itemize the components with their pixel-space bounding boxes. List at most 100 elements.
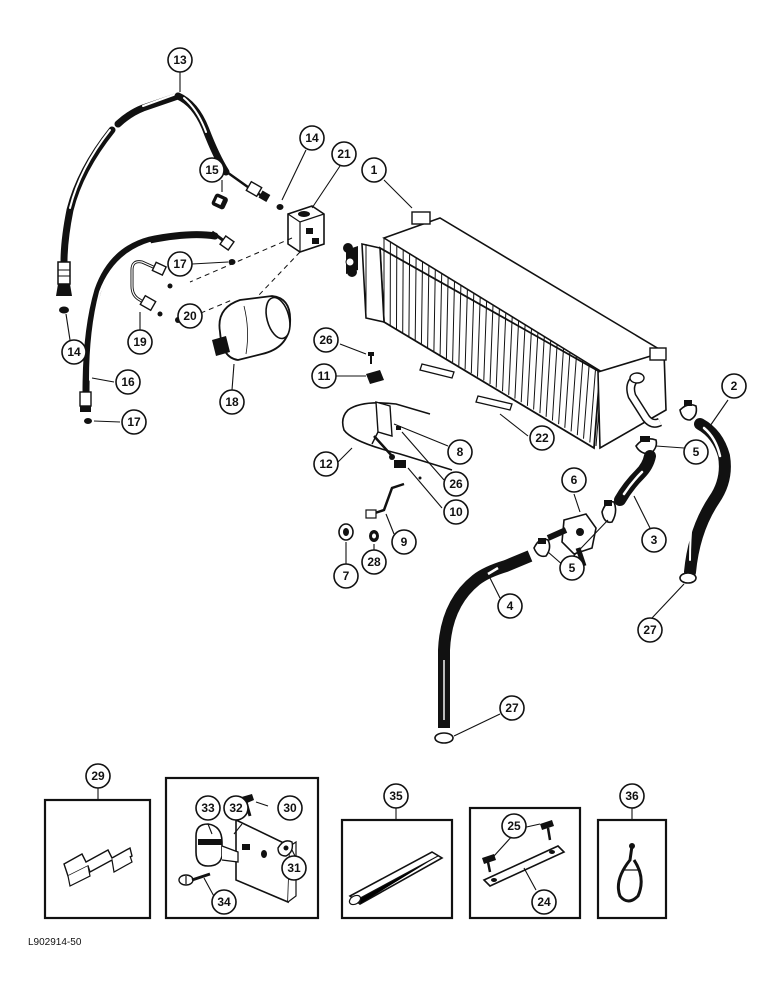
svg-text:29: 29 bbox=[91, 769, 105, 783]
callout-14-lower: 14 bbox=[61, 339, 87, 365]
svg-text:34: 34 bbox=[217, 895, 231, 909]
callout-9: 9 bbox=[391, 529, 417, 555]
screw-26-upper bbox=[368, 352, 374, 364]
svg-text:32: 32 bbox=[229, 801, 243, 815]
expansion-valve-21 bbox=[287, 205, 325, 253]
callout-27-right: 27 bbox=[637, 617, 663, 643]
svg-text:14: 14 bbox=[305, 131, 319, 145]
o-ring-14-upper bbox=[276, 204, 284, 210]
callout-6: 6 bbox=[561, 467, 587, 493]
callout-31: 31 bbox=[281, 855, 307, 881]
svg-text:26: 26 bbox=[449, 477, 463, 491]
callout-5-upper: 5 bbox=[683, 439, 709, 465]
svg-text:27: 27 bbox=[505, 701, 519, 715]
figure-code-label: L902914-50 bbox=[28, 937, 82, 948]
tube-19 bbox=[130, 260, 168, 312]
callout-1: 1 bbox=[361, 157, 387, 183]
svg-text:5: 5 bbox=[569, 561, 576, 575]
clip-10 bbox=[394, 460, 422, 480]
hose-3 bbox=[614, 450, 656, 506]
svg-text:33: 33 bbox=[201, 801, 215, 815]
inset-box-35 bbox=[340, 808, 454, 920]
hose-clamp-27-lower bbox=[434, 732, 454, 744]
o-ring-14-lower bbox=[59, 306, 69, 314]
knob-7 bbox=[338, 523, 354, 541]
svg-text:19: 19 bbox=[133, 335, 147, 349]
clamp-5-right bbox=[601, 500, 617, 524]
hose-2 bbox=[684, 418, 731, 578]
callout-29: 29 bbox=[85, 763, 111, 789]
svg-text:16: 16 bbox=[121, 375, 135, 389]
svg-text:30: 30 bbox=[283, 801, 297, 815]
svg-text:21: 21 bbox=[337, 147, 351, 161]
callout-12: 12 bbox=[313, 451, 339, 477]
cap-15 bbox=[211, 193, 228, 210]
callout-8: 8 bbox=[447, 439, 473, 465]
callout-28: 28 bbox=[361, 549, 387, 575]
callout-33: 33 bbox=[195, 795, 221, 821]
hose-clamp-27-right bbox=[679, 572, 697, 584]
svg-text:27: 27 bbox=[643, 623, 657, 637]
callout-14-upper: 14 bbox=[299, 125, 325, 151]
callout-7: 7 bbox=[333, 563, 359, 589]
callout-25: 25 bbox=[501, 813, 527, 839]
svg-text:20: 20 bbox=[183, 309, 197, 323]
insulation-strip-22 bbox=[419, 363, 513, 411]
svg-text:1: 1 bbox=[371, 163, 378, 177]
svg-text:17: 17 bbox=[127, 415, 141, 429]
connection-dashed-lines bbox=[183, 237, 301, 321]
callout-34: 34 bbox=[211, 889, 237, 915]
clamp-5-pipe bbox=[679, 400, 698, 421]
svg-text:7: 7 bbox=[343, 569, 350, 583]
svg-text:12: 12 bbox=[319, 457, 333, 471]
svg-text:26: 26 bbox=[319, 333, 333, 347]
callout-17-upper: 17 bbox=[167, 251, 193, 277]
evaporator-core-1 bbox=[343, 211, 667, 450]
svg-text:22: 22 bbox=[535, 431, 549, 445]
callout-15: 15 bbox=[199, 157, 225, 183]
callout-10: 10 bbox=[443, 499, 469, 525]
hose-4 bbox=[438, 550, 533, 728]
callout-13: 13 bbox=[167, 47, 193, 73]
clamp-5-left bbox=[533, 538, 551, 558]
svg-text:36: 36 bbox=[625, 789, 639, 803]
callout-26-lower: 26 bbox=[443, 471, 469, 497]
svg-text:11: 11 bbox=[318, 369, 331, 383]
svg-text:13: 13 bbox=[173, 53, 187, 67]
inset-box-36 bbox=[596, 808, 668, 920]
callout-21: 21 bbox=[331, 141, 357, 167]
callout-18: 18 bbox=[219, 389, 245, 415]
hose-assembly-16 bbox=[79, 230, 235, 412]
callout-2: 2 bbox=[721, 373, 747, 399]
svg-text:35: 35 bbox=[389, 789, 403, 803]
lead-9 bbox=[365, 482, 405, 519]
callout-3: 3 bbox=[641, 527, 667, 553]
callout-16: 16 bbox=[115, 369, 141, 395]
callout-11: 11 bbox=[311, 363, 337, 389]
svg-text:9: 9 bbox=[401, 535, 408, 549]
callout-24: 24 bbox=[531, 889, 557, 915]
hose-assembly-13 bbox=[56, 92, 271, 296]
callout-20: 20 bbox=[177, 303, 203, 329]
heater-valve-6 bbox=[546, 513, 597, 567]
svg-text:2: 2 bbox=[731, 379, 738, 393]
svg-text:5: 5 bbox=[693, 445, 700, 459]
callout-30: 30 bbox=[277, 795, 303, 821]
callout-32: 32 bbox=[223, 795, 249, 821]
callout-27-lower: 27 bbox=[499, 695, 525, 721]
callout-leaders bbox=[65, 72, 729, 737]
thermostat-capillary-12 bbox=[341, 402, 453, 471]
screw-26-lower bbox=[396, 426, 401, 430]
svg-text:6: 6 bbox=[571, 473, 578, 487]
bracket-8 bbox=[371, 401, 393, 445]
callout-17-lower: 17 bbox=[121, 409, 147, 435]
callout-36: 36 bbox=[619, 783, 645, 809]
callout-26-upper: 26 bbox=[313, 327, 339, 353]
svg-text:24: 24 bbox=[537, 895, 551, 909]
svg-text:31: 31 bbox=[287, 861, 301, 875]
svg-text:17: 17 bbox=[173, 257, 187, 271]
svg-text:8: 8 bbox=[457, 445, 464, 459]
svg-text:3: 3 bbox=[651, 533, 658, 547]
svg-text:25: 25 bbox=[507, 819, 521, 833]
